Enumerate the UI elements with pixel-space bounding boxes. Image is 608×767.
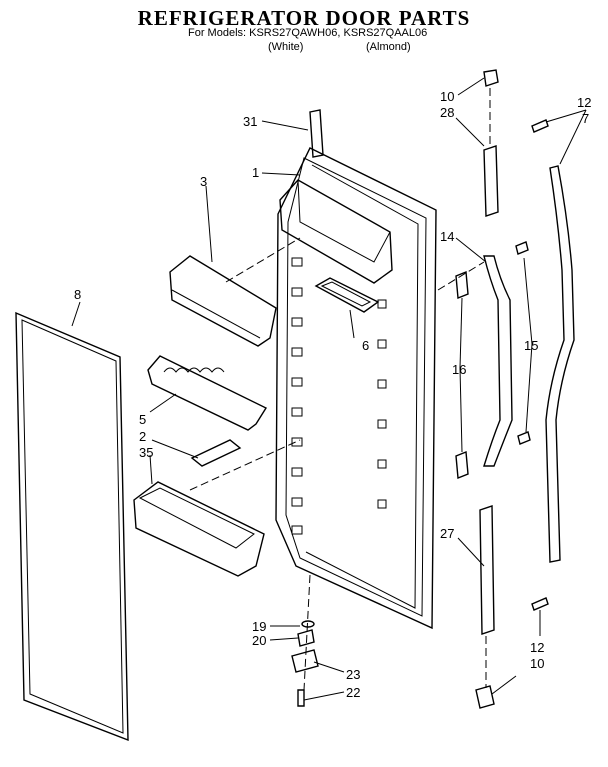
callout-14: 14 (440, 229, 454, 244)
dairy-door (169, 237, 301, 347)
hinge-axis-line (303, 574, 311, 691)
callout-8: 8 (74, 287, 81, 302)
callout-10-top: 10 (440, 89, 454, 104)
callout-12-bottom: 12 (530, 640, 544, 655)
callout-5: 5 (139, 412, 146, 427)
callout-7: 7 (582, 111, 589, 126)
handle-trim (545, 165, 575, 563)
handle-screws (515, 241, 531, 445)
callout-1: 1 (252, 165, 259, 180)
top-trim-strip (309, 109, 324, 158)
callout-23: 23 (346, 667, 360, 682)
leader-lines (71, 77, 587, 701)
callout-16: 16 (452, 362, 466, 377)
bin-clip (190, 439, 242, 467)
diagram-title: REFRIGERATOR DOOR PARTS (137, 6, 471, 30)
callout-31: 31 (243, 114, 257, 129)
door-liner (275, 147, 437, 630)
callout-19: 19 (252, 619, 266, 634)
lower-screw (531, 597, 549, 611)
callout-10-bottom: 10 (530, 656, 544, 671)
callout-22: 22 (346, 685, 360, 700)
dairy-compartment (279, 179, 393, 284)
door-bin (133, 439, 301, 577)
callout-12-top: 12 (577, 95, 591, 110)
callout-3: 3 (200, 174, 207, 189)
handle-spacers (455, 271, 469, 479)
small-tray (314, 277, 380, 313)
egg-tray (147, 355, 268, 431)
lower-handle-mount (475, 505, 495, 709)
upper-handle-mount (483, 69, 499, 217)
upper-screw (531, 119, 549, 133)
door-gasket (15, 311, 129, 742)
callout-20: 20 (252, 633, 266, 648)
callout-15: 15 (524, 338, 538, 353)
models-line: For Models: KSRS27QAWH06, KSRS27QAAL06 (188, 27, 428, 39)
door-handle (437, 255, 513, 467)
callout-6: 6 (362, 338, 369, 353)
callout-35: 35 (139, 445, 153, 460)
callout-27: 27 (440, 526, 454, 541)
bottom-hinge-parts (291, 620, 319, 707)
white-label: (White) (268, 41, 304, 53)
almond-label: (Almond) (366, 41, 411, 53)
liner-shelf-ribs (291, 257, 387, 535)
callout-2: 2 (139, 429, 146, 444)
callout-28: 28 (440, 105, 454, 120)
